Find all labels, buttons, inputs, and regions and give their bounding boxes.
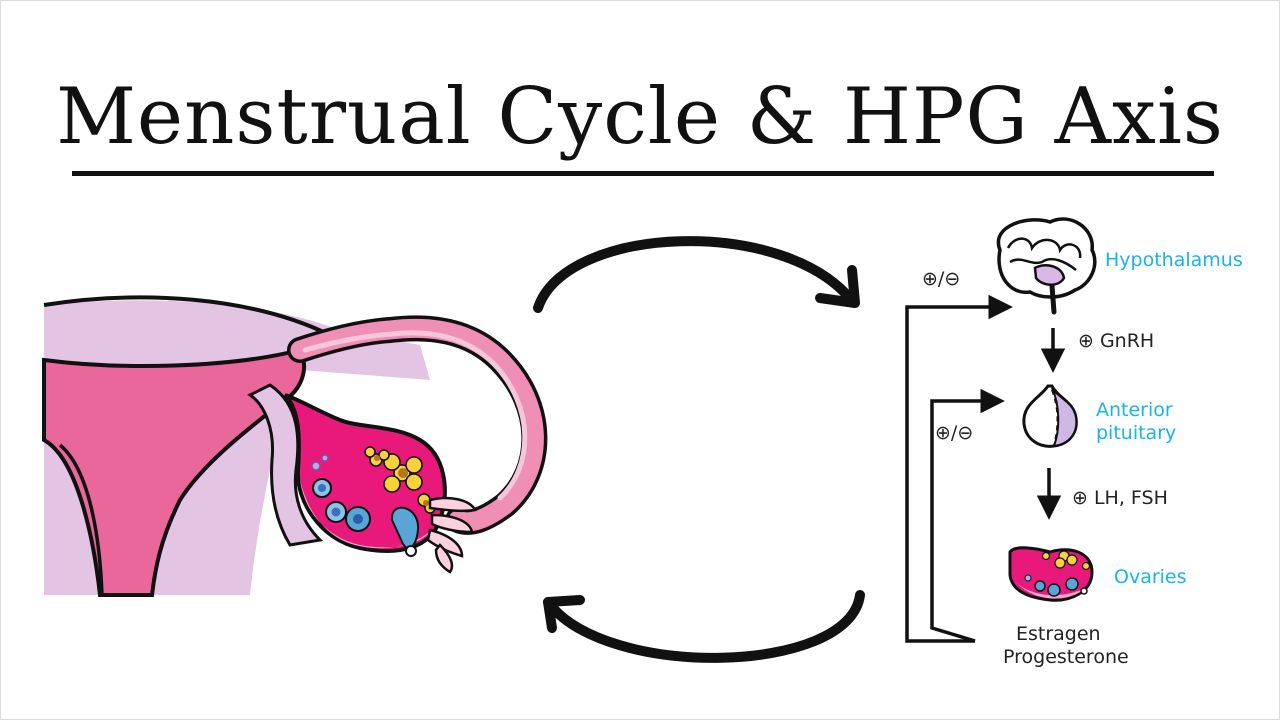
lh-fsh-label: ⊕ LH, FSH	[1072, 487, 1168, 509]
pituitary-icon	[1022, 384, 1078, 448]
ovaries-label: Ovaries	[1114, 566, 1187, 588]
cycle-arrow-top	[533, 236, 858, 313]
uterus-illustration	[42, 295, 548, 597]
ovary-icon	[1008, 546, 1094, 602]
feedback-loop-outer	[905, 294, 1013, 643]
hypothalamus-label: Hypothalamus	[1105, 249, 1243, 271]
pituitary-label-line2: pituitary	[1096, 422, 1177, 444]
follicles	[311, 446, 436, 557]
feedback-sign-pituitary: ⊕/⊖	[935, 422, 974, 444]
brain-icon	[996, 217, 1097, 315]
gnrh-label: ⊕ GnRH	[1078, 330, 1155, 352]
feedback-loop-inner	[930, 388, 1005, 643]
page-title: Menstrual Cycle & HPG Axis	[56, 72, 1224, 162]
title-underline	[72, 171, 1214, 176]
fimbriae	[426, 496, 477, 574]
axis-arrows	[905, 294, 1066, 643]
estrogen-label: Estragen	[1016, 623, 1101, 645]
progesterone-label: Progesterone	[1003, 646, 1129, 668]
feedback-sign-hypothalamus: ⊕/⊖	[922, 268, 961, 290]
pituitary-label-line1: Anterior	[1096, 399, 1173, 421]
cycle-arrow-bottom	[543, 590, 865, 663]
